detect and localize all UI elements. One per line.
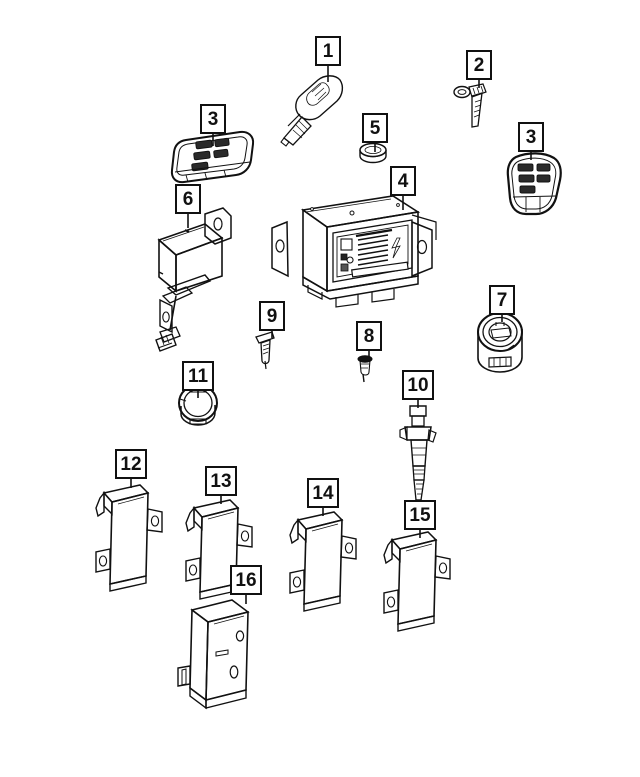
callout-9[interactable]: 9 xyxy=(259,301,285,331)
part-mounting-bracket-15 xyxy=(383,531,451,632)
callout-10[interactable]: 10 xyxy=(402,370,434,400)
part-receiver-module-with-bracket xyxy=(155,207,232,352)
callout-leader-lines xyxy=(130,66,532,604)
part-screw-fastener xyxy=(357,355,373,383)
callout-14[interactable]: 14 xyxy=(307,478,339,508)
callout-8[interactable]: 8 xyxy=(356,321,382,351)
part-mounting-bracket-13 xyxy=(185,499,253,600)
part-mounting-bracket-12 xyxy=(95,484,163,592)
callout-1[interactable]: 1 xyxy=(315,36,341,66)
part-key-fob-remote-angled xyxy=(170,130,255,184)
callout-15[interactable]: 15 xyxy=(404,500,436,530)
part-mounting-bracket-14 xyxy=(289,511,357,612)
callout-2[interactable]: 2 xyxy=(466,50,492,80)
part-key-fob-remote-front xyxy=(506,152,562,216)
callout-3-dup[interactable]: 3 xyxy=(200,104,226,134)
callout-4[interactable]: 4 xyxy=(390,166,416,196)
callout-12[interactable]: 12 xyxy=(115,449,147,479)
part-ignition-lock-housing-ring xyxy=(477,312,523,373)
part-transponder-key-with-black-head xyxy=(280,75,344,147)
callout-11[interactable]: 11 xyxy=(182,361,214,391)
part-valet-key-small xyxy=(453,83,487,128)
part-lock-cylinder-assembly xyxy=(399,405,437,509)
callout-7[interactable]: 7 xyxy=(489,285,515,315)
part-mounting-plate-16 xyxy=(177,599,250,710)
callout-6[interactable]: 6 xyxy=(175,184,201,214)
callout-16[interactable]: 16 xyxy=(230,565,262,595)
part-coin-cell-battery xyxy=(359,142,387,164)
callout-5[interactable]: 5 xyxy=(362,113,388,143)
callout-13[interactable]: 13 xyxy=(205,466,237,496)
part-push-pin-fastener xyxy=(255,331,275,370)
part-control-module-large xyxy=(271,195,437,308)
callout-3-dup[interactable]: 3 xyxy=(518,122,544,152)
